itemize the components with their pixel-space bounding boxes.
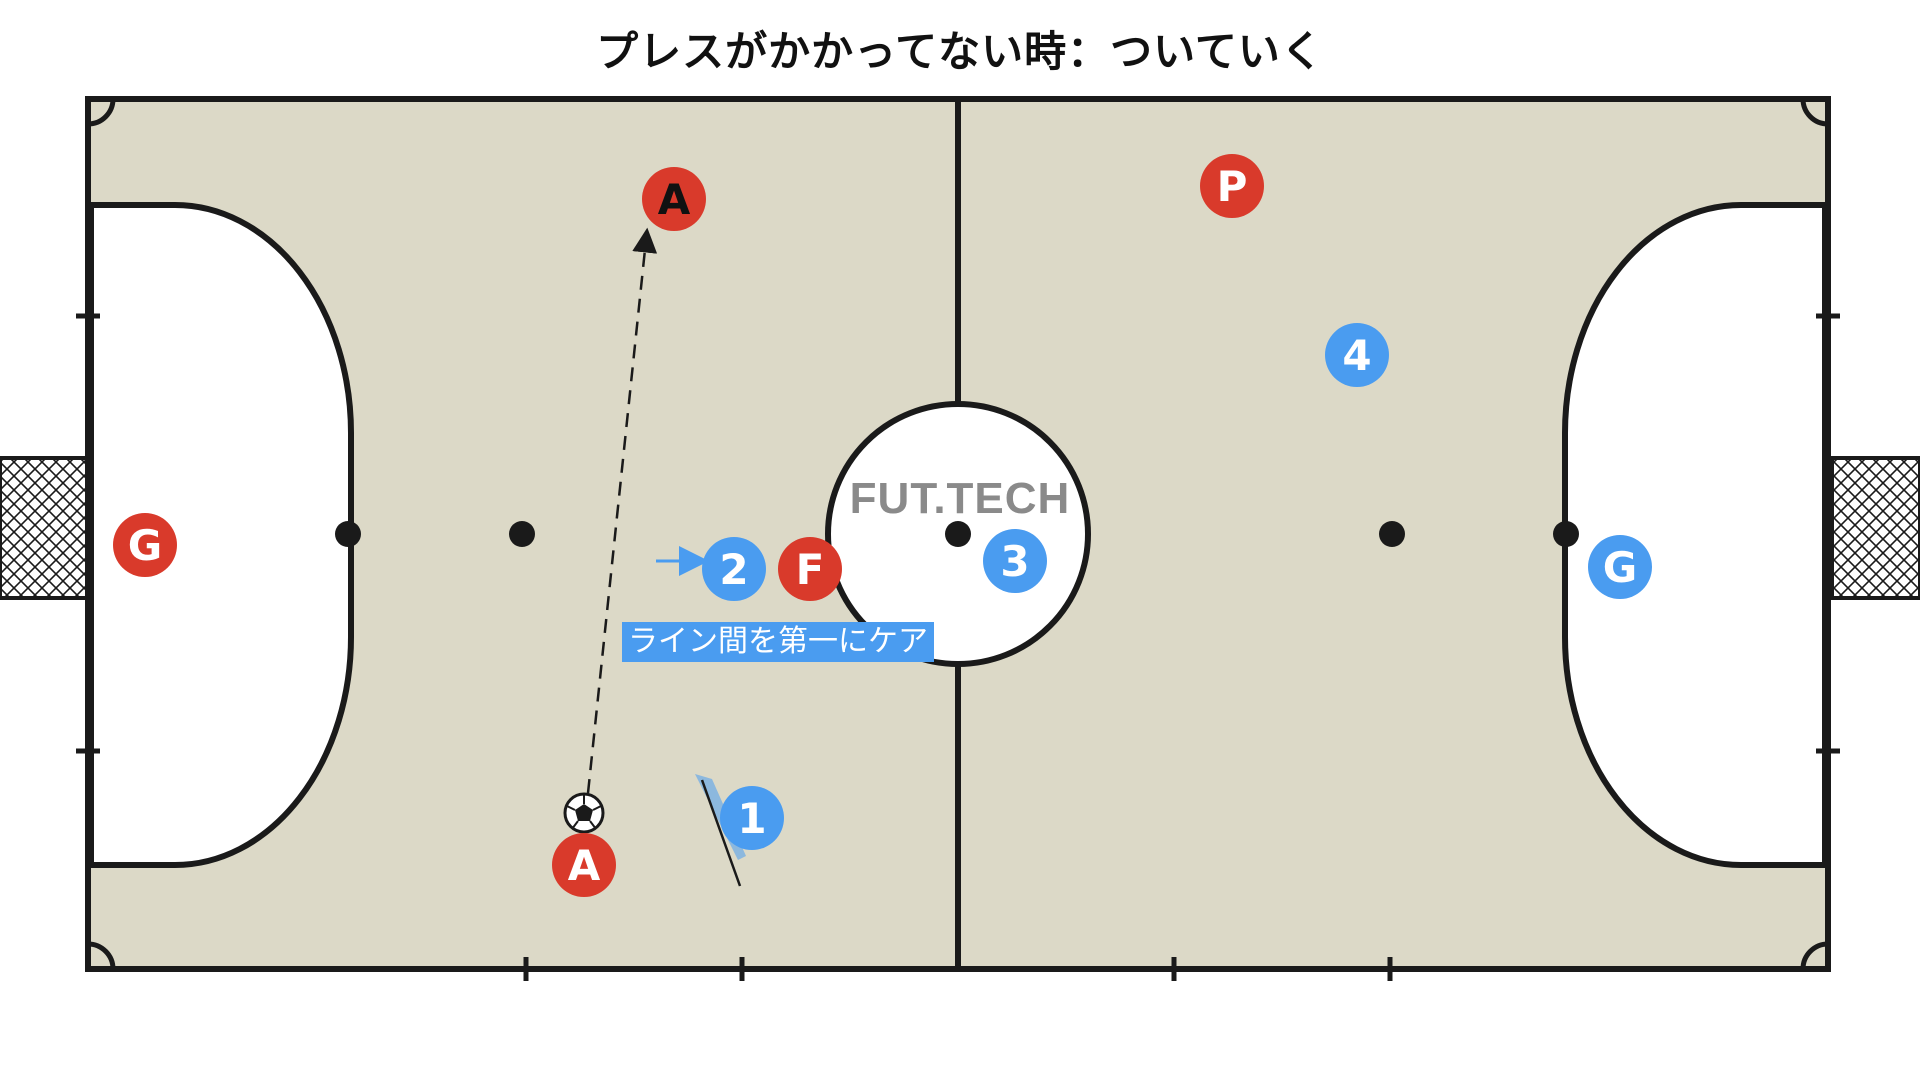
- player-label: 4: [1342, 331, 1371, 380]
- player-label: A: [658, 175, 691, 224]
- player-label: P: [1217, 162, 1248, 211]
- center-spot: [945, 521, 971, 547]
- player-blue-2[interactable]: 2: [702, 537, 766, 601]
- player-label: F: [796, 545, 825, 594]
- left-penalty-area: [88, 202, 354, 868]
- player-red-goalkeeper[interactable]: G: [113, 513, 177, 577]
- corner-arc: [1800, 98, 1829, 127]
- second-penalty-mark-right: [1379, 521, 1405, 547]
- player-label: 3: [1000, 537, 1029, 586]
- player-blue-4[interactable]: 4: [1325, 323, 1389, 387]
- player-label: A: [568, 841, 601, 890]
- watermark: FUT.TECH: [850, 474, 1071, 523]
- corner-arc: [87, 98, 116, 127]
- pass-arrow: [586, 227, 658, 794]
- cover-line: [700, 779, 742, 887]
- player-red-p[interactable]: P: [1200, 154, 1264, 218]
- player-red-a-bottom[interactable]: A: [552, 833, 616, 897]
- player-label: 2: [719, 545, 748, 594]
- right-goal-net: [1830, 456, 1920, 600]
- player-blue-3[interactable]: 3: [983, 529, 1047, 593]
- player-label: G: [1603, 543, 1637, 592]
- corner-arc: [1800, 941, 1829, 970]
- corner-arc: [87, 941, 116, 970]
- penalty-mark-left: [335, 521, 361, 547]
- player-label: G: [128, 521, 162, 570]
- right-penalty-area: [1562, 202, 1828, 868]
- player-red-a-top[interactable]: A: [642, 167, 706, 231]
- annotation-label: ライン間を第一にケア: [622, 622, 934, 662]
- left-goal-net: [0, 456, 90, 600]
- page-title: プレスがかかってない時：ついていく: [596, 27, 1324, 76]
- player-red-f[interactable]: F: [778, 537, 842, 601]
- second-penalty-mark-left: [509, 521, 535, 547]
- soccer-ball-icon: [563, 792, 605, 834]
- player-blue-goalkeeper[interactable]: G: [1588, 535, 1652, 599]
- player-blue-1[interactable]: 1: [720, 786, 784, 850]
- player-label: 1: [737, 794, 766, 843]
- penalty-mark-right: [1553, 521, 1579, 547]
